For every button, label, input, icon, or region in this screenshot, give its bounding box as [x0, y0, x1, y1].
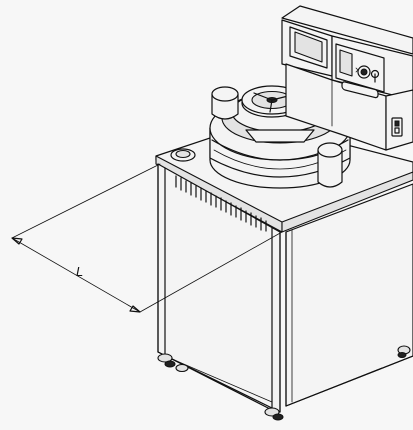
control-panel: [335, 43, 385, 99]
display-screen: [289, 26, 328, 69]
right-post: [317, 142, 343, 188]
vent-slots: [175, 175, 267, 232]
top-port: [170, 148, 196, 162]
dimension-label: L: [76, 264, 83, 279]
dimension-line: L: [11, 163, 283, 313]
left-post: [211, 86, 239, 120]
casters: [157, 345, 411, 421]
power-switch: [391, 117, 403, 137]
